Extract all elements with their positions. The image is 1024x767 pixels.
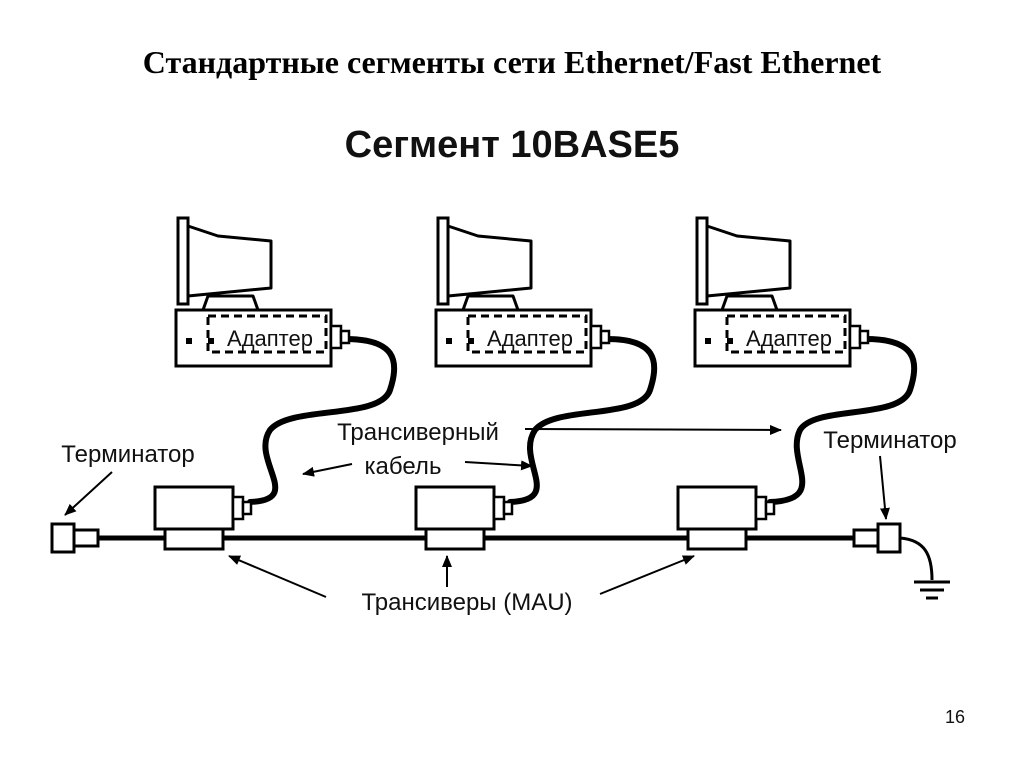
- arrow-mau-right: [599, 555, 695, 595]
- arrow-terminator-right: [879, 455, 890, 520]
- arrow-cable-right: [524, 424, 782, 435]
- transceiver-cable-label-line1: Трансиверный: [337, 419, 499, 446]
- drop-cable-1: [247, 336, 398, 505]
- transceivers-label: Трансиверы (MAU): [361, 589, 572, 616]
- drop-cable-3: [767, 336, 918, 505]
- terminator-left-label: Терминатор: [61, 441, 194, 468]
- slide-subtitle: Сегмент 10BASE5: [344, 124, 680, 166]
- adapter-label-2: Адаптер: [487, 326, 573, 351]
- terminator-left: [50, 522, 100, 554]
- adapter-label-1: Адаптер: [227, 326, 313, 351]
- terminator-right: [852, 522, 950, 600]
- computer-1: Адаптер: [174, 216, 351, 368]
- computer-3: Адаптер: [693, 216, 870, 368]
- arrow-cable-middle: [464, 460, 533, 471]
- drop-cable-2: [507, 336, 658, 505]
- arrow-terminator-left: [64, 471, 113, 516]
- transceiver-cable-label-line2: кабель: [365, 453, 442, 480]
- arrow-mau-left: [228, 555, 327, 598]
- arrow-cable-left: [302, 463, 353, 477]
- slide-title: Стандартные сегменты сети Ethernet/Fast …: [142, 44, 882, 80]
- adapter-label-3: Адаптер: [746, 326, 832, 351]
- computer-2: Адаптер: [434, 216, 611, 368]
- terminator-right-label: Терминатор: [823, 427, 956, 454]
- page-number: 16: [944, 707, 966, 727]
